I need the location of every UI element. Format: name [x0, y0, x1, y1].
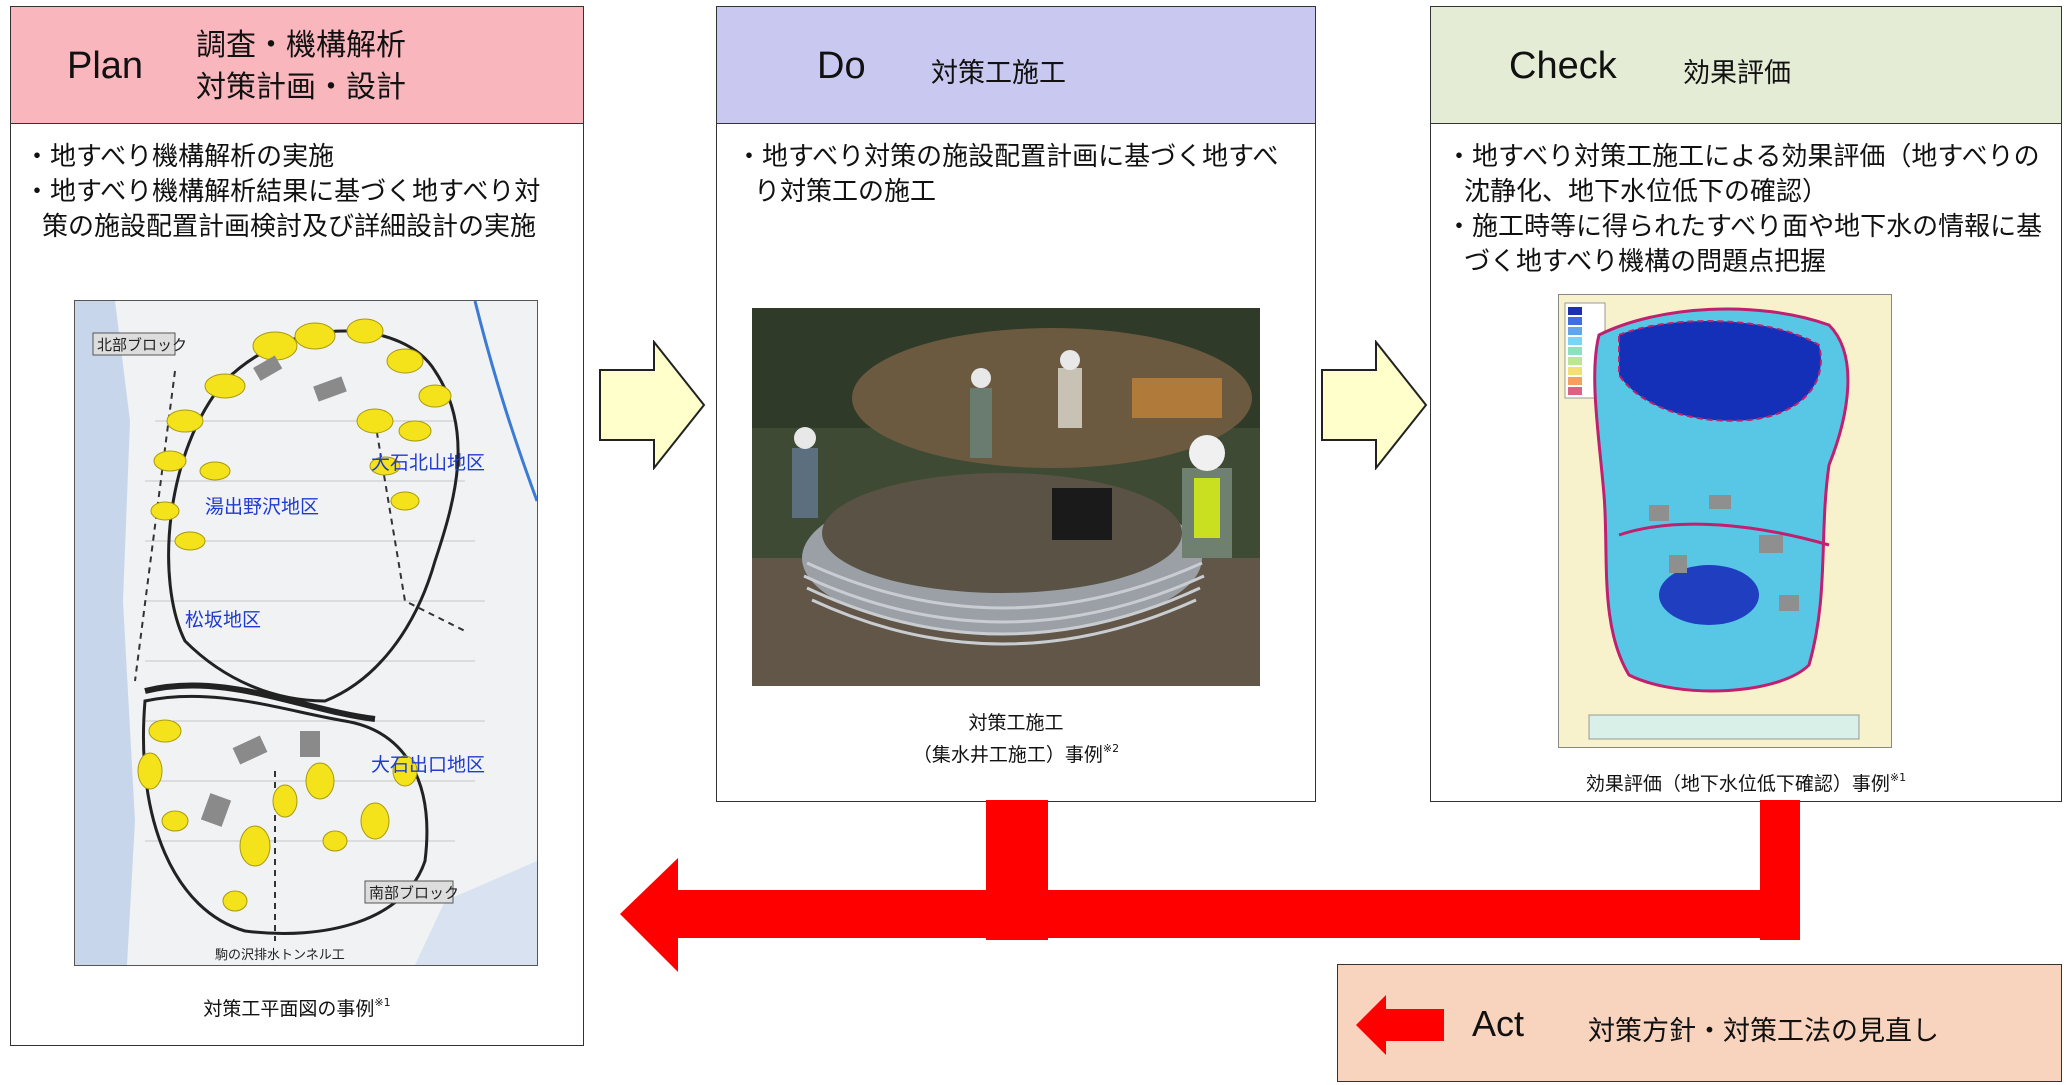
act-box: Act 対策方針・対策工法の見直し	[1337, 964, 2062, 1082]
act-title: 対策方針・対策工法の見直し	[1588, 1016, 1939, 1047]
map-label-north-block: 北部ブロック	[97, 336, 187, 354]
map-label-oishi-deguchi: 大石出口地区	[371, 754, 485, 776]
right-arrow-icon	[599, 340, 706, 470]
check-keyword: Check	[1509, 45, 1617, 87]
do-caption-line2: （集水井工施工）事例	[912, 744, 1103, 766]
do-keyword: Do	[817, 45, 866, 87]
plan-caption: 対策工平面図の事例※1	[10, 990, 584, 1022]
do-header: Do 対策工施工	[716, 6, 1316, 124]
plan-caption-note: ※1	[374, 996, 391, 1009]
plan-bullets: ・地すべり機構解析の実施 ・地すべり機構解析結果に基づく地すべり対策の施設配置計…	[24, 140, 564, 245]
plan-header: Plan 調査・機構解析 対策計画・設計	[10, 6, 584, 124]
do-caption-note: ※2	[1102, 742, 1120, 755]
feedback-arrow	[620, 800, 1800, 972]
plan-keyword: Plan	[67, 45, 144, 87]
check-bullets: ・地すべり対策工施工による効果評価（地すべりの沈静化、地下水位低下の確認） ・施…	[1446, 140, 2046, 280]
left-arrow-icon	[1356, 995, 1444, 1055]
check-map-figure	[1558, 294, 1892, 748]
do-bullets: ・地すべり対策の施設配置計画に基づく地すべり対策工の施工	[736, 140, 1296, 210]
do-bullet: ・地すべり対策の施設配置計画に基づく地すべり対策工の施工	[736, 142, 1279, 207]
check-bullet: ・地すべり対策工施工による効果評価（地すべりの沈静化、地下水位低下の確認）	[1446, 142, 2040, 207]
check-caption-note: ※1	[1889, 771, 1907, 784]
plan-bullet: ・地すべり機構解析の実施	[24, 142, 335, 172]
plan-map-figure: 北部ブロック 南部ブロック 大石北山地区 湯出野沢地区 松坂地区 大石出口地区 …	[74, 300, 538, 966]
do-photo	[752, 308, 1260, 686]
do-caption: 対策工施工 （集水井工施工）事例※2	[716, 710, 1316, 768]
map-label-yudenoizawa: 湯出野沢地区	[205, 496, 319, 518]
map-label-south-block: 南部ブロック	[369, 884, 459, 902]
plan-bullet: ・地すべり機構解析結果に基づく地すべり対策の施設配置計画検討及び詳細設計の実施	[24, 177, 541, 242]
plan-caption-text: 対策工平面図の事例	[203, 998, 375, 1020]
check-header: Check 効果評価	[1430, 6, 2062, 124]
plan-title-line2: 対策計画・設計	[196, 70, 406, 105]
check-caption: 効果評価（地下水位低下確認）事例※1	[1430, 765, 2062, 797]
check-title: 効果評価	[1683, 58, 1791, 89]
plan-title-line1: 調査・機構解析	[196, 28, 406, 63]
right-arrow-icon	[1321, 340, 1428, 470]
do-title: 対策工施工	[931, 58, 1066, 89]
map-label-tunnel-south: 駒の沢排水トンネル工	[215, 948, 345, 963]
map-label-oishi-kitayama: 大石北山地区	[371, 452, 485, 474]
check-bullet: ・施工時等に得られたすべり面や地下水の情報に基づく地すべり機構の問題点把握	[1446, 212, 2043, 277]
act-keyword: Act	[1472, 1003, 1525, 1044]
plan-map: 北部ブロック 南部ブロック 大石北山地区 湯出野沢地区 松坂地区 大石出口地区 …	[75, 301, 537, 965]
check-caption-text: 効果評価（地下水位低下確認）事例	[1585, 773, 1890, 795]
do-caption-line1: 対策工施工	[968, 712, 1064, 734]
map-label-matsuzaka: 松坂地区	[185, 609, 261, 631]
